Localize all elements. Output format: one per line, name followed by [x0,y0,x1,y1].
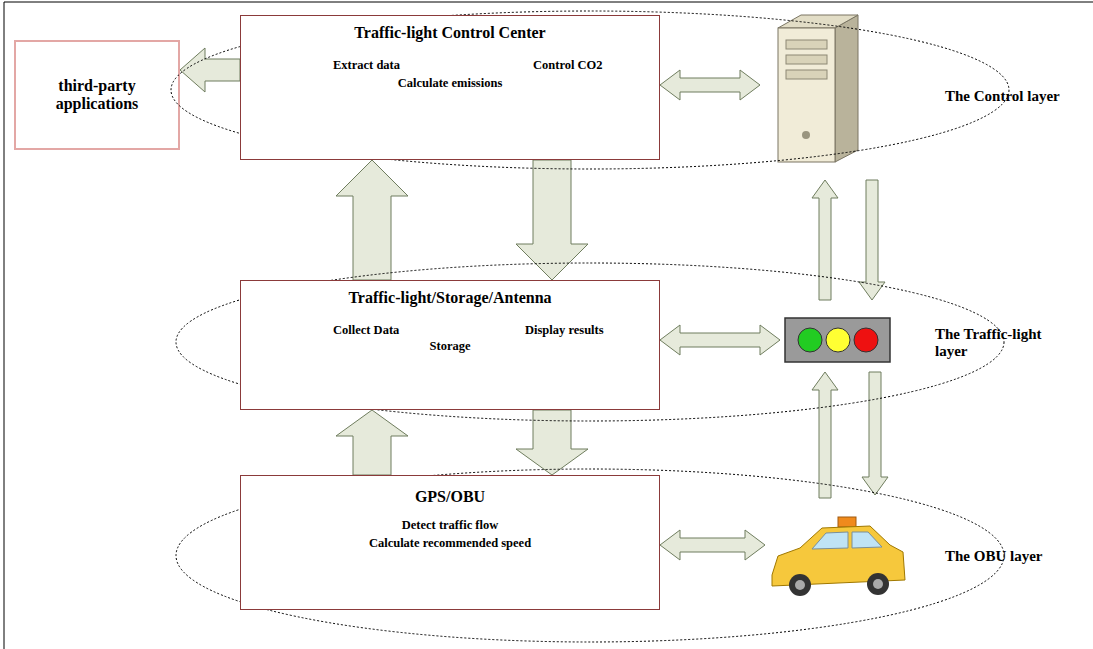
block-arrow [180,48,240,92]
node-text: Collect Data [333,323,399,337]
yellow-lamp [826,328,850,352]
node-text: Detect traffic flow [247,518,653,532]
taxi-sign [838,517,856,527]
layer-outline [176,263,1004,421]
block-arrow [516,160,588,280]
node-text: Control CO2 [533,58,603,72]
power-button [802,131,810,139]
node-text: Calculate emissions [247,76,653,90]
server-top [778,15,858,28]
wheel [789,574,811,596]
drive-bay [786,40,827,49]
car-window [852,532,882,548]
red-lamp [854,328,878,352]
down-arrow [862,372,888,495]
application-box: third-party applications [14,40,180,150]
double-arrow [660,530,765,560]
double-arrow [660,70,760,100]
up-arrow [812,180,838,300]
layer-outline [171,11,1009,169]
node-text: Display results [525,323,604,337]
car-window [812,532,848,549]
node-title: GPS/OBU [247,488,653,506]
node-title: The Control layer [945,88,1060,105]
layer-ellipse: The Control layerTraffic-light Control C… [170,10,1010,170]
layer-ellipse: The Traffic-light layerTraffic-light/Sto… [175,262,1005,422]
node-title: Traffic-light/Storage/Antenna [247,289,653,307]
node-title: The OBU layer [945,548,1043,565]
server-icon [778,15,858,162]
node-text: Calculate recommended speed [247,536,653,550]
drive-bay [786,55,827,64]
traffic-light-housing [785,318,890,362]
drive-bay [786,70,827,79]
block-arrow [336,410,408,475]
wheel [867,573,889,595]
hub [795,580,805,590]
server-front [778,28,835,162]
process-box: Traffic-light/Storage/AntennaCollect Dat… [240,280,660,410]
node-text: Extract data [333,58,400,72]
layer-ellipse: The OBU layerGPS/OBUDetect traffic flowC… [175,468,1005,643]
page-frame [4,2,1093,649]
node-title: third-party applications [22,77,172,114]
node-title: Traffic-light Control Center [247,24,653,42]
green-lamp [798,328,822,352]
block-arrow [336,160,408,280]
server-side [835,15,858,162]
up-arrow [812,372,838,498]
process-box: GPS/OBU Detect traffic flowCalculate reco… [240,475,660,610]
traffic-light-icon [785,318,890,362]
taxi-icon [772,517,905,596]
hub [873,579,883,589]
node-title: The Traffic-light layer [935,326,1067,361]
double-arrow [660,325,780,355]
process-box: Traffic-light Control CenterExtract data… [240,15,660,160]
down-arrow [859,180,885,300]
layer-outline [176,469,1004,642]
node-text: Storage [247,339,653,353]
